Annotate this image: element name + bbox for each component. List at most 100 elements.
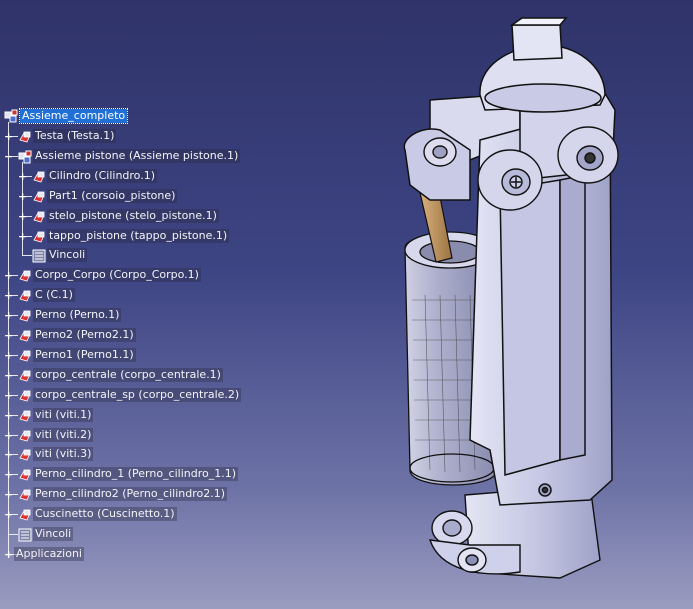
part-icon	[18, 428, 32, 442]
tree-item-label[interactable]: corpo_centrale_sp (corpo_centrale.2)	[33, 388, 242, 402]
expand-icon[interactable]: +	[18, 170, 28, 183]
expand-icon[interactable]: +	[4, 349, 14, 362]
expand-icon[interactable]: +	[4, 448, 14, 461]
part-icon	[18, 129, 32, 143]
tree-item-label[interactable]: corpo_centrale (corpo_centrale.1)	[33, 368, 223, 382]
tree-item-label[interactable]: Perno_cilindro2 (Perno_cilindro2.1)	[33, 487, 228, 501]
expand-icon[interactable]: +	[4, 409, 14, 422]
tree-item[interactable]: + Part1 (corsoio_pistone)	[0, 188, 330, 204]
product-icon	[18, 149, 32, 164]
tree-item-label[interactable]: Vincoli	[47, 248, 88, 262]
tree-branch-line	[8, 315, 18, 316]
expand-icon[interactable]: +	[4, 269, 14, 282]
tree-item[interactable]: + Perno2 (Perno2.1)	[0, 327, 330, 343]
expand-icon[interactable]: +	[18, 190, 28, 203]
tree-branch-line	[22, 196, 32, 197]
tree-item-label[interactable]: Cuscinetto (Cuscinetto.1)	[33, 507, 177, 521]
tree-item-label[interactable]: Corpo_Corpo (Corpo_Corpo.1)	[33, 268, 201, 282]
tree-item[interactable]: + Perno (Perno.1)	[0, 307, 330, 323]
expand-icon[interactable]: +	[18, 230, 28, 243]
tree-item[interactable]: + viti (viti.1)	[0, 407, 330, 423]
tree-item-label[interactable]: Part1 (corsoio_pistone)	[47, 189, 178, 203]
tree-item[interactable]: + viti (viti.3)	[0, 446, 330, 462]
tree-branch-line	[8, 156, 18, 157]
expand-icon[interactable]: +	[18, 210, 28, 223]
tree-branch-line	[8, 554, 18, 555]
tree-item[interactable]: + viti (viti.2)	[0, 427, 330, 443]
tree-item[interactable]: + corpo_centrale (corpo_centrale.1)	[0, 367, 330, 383]
expand-icon[interactable]: +	[4, 429, 14, 442]
expand-icon[interactable]: +	[4, 389, 14, 402]
tree-item-label[interactable]: viti (viti.1)	[33, 408, 94, 422]
part-icon	[18, 408, 32, 422]
tree-item[interactable]: + Perno_cilindro2 (Perno_cilindro2.1)	[0, 486, 330, 502]
tree-item[interactable]: + Corpo_Corpo (Corpo_Corpo.1)	[0, 267, 330, 283]
tree-item-label[interactable]: Testa (Testa.1)	[33, 129, 117, 143]
tree-item[interactable]: + Cilindro (Cilindro.1)	[0, 168, 330, 184]
tree-item-label[interactable]: viti (viti.2)	[33, 428, 94, 442]
specification-tree[interactable]: Assieme_completo + Testa (Testa.1) − Assiem…	[0, 0, 330, 609]
tree-item-label[interactable]: Assieme pistone (Assieme pistone.1)	[33, 149, 241, 163]
tree-branch-line	[8, 335, 18, 336]
tree-item-label[interactable]: Applicazioni	[14, 547, 84, 561]
collapse-icon[interactable]: −	[4, 150, 14, 163]
part-icon	[32, 189, 46, 203]
tree-item[interactable]: + C (C.1)	[0, 287, 330, 303]
tree-item-label[interactable]: tappo_pistone (tappo_pistone.1)	[47, 229, 230, 243]
tree-root-label[interactable]: Assieme_completo	[18, 108, 129, 124]
tree-item[interactable]: + Perno1 (Perno1.1)	[0, 347, 330, 363]
part-icon	[18, 447, 32, 461]
tree-item-label[interactable]: C (C.1)	[33, 288, 75, 302]
expand-icon[interactable]: +	[4, 130, 14, 143]
tree-item[interactable]: +Applicazioni	[0, 546, 330, 562]
expand-icon[interactable]: +	[4, 309, 14, 322]
tree-item[interactable]: + Cuscinetto (Cuscinetto.1)	[0, 506, 330, 522]
part-icon	[32, 169, 46, 183]
tree-item[interactable]: + Perno_cilindro_1 (Perno_cilindro_1.1)	[0, 466, 330, 482]
tree-item[interactable]: Vincoli	[0, 526, 330, 542]
tree-item[interactable]: Vincoli	[0, 247, 330, 263]
tree-item-label[interactable]: stelo_pistone (stelo_pistone.1)	[47, 209, 219, 223]
tree-branch-line	[8, 375, 18, 376]
part-icon	[18, 268, 32, 282]
tree-connector	[8, 122, 9, 554]
tree-item[interactable]: + Testa (Testa.1)	[0, 128, 330, 144]
constraints-icon	[18, 527, 32, 542]
expand-icon[interactable]: +	[4, 369, 14, 382]
part-icon	[18, 368, 32, 382]
tree-branch-line	[8, 494, 18, 495]
part-icon	[18, 507, 32, 521]
tree-item-label[interactable]: viti (viti.3)	[33, 447, 94, 461]
pivot-discs	[423, 126, 619, 211]
tree-branch-line	[8, 275, 18, 276]
tree-item[interactable]: − Assieme pistone (Assieme pistone.1)	[0, 148, 330, 164]
tree-item[interactable]: + corpo_centrale_sp (corpo_centrale.2)	[0, 387, 330, 403]
assembly-root-icon	[4, 108, 18, 123]
tree-item-label[interactable]: Perno_cilindro_1 (Perno_cilindro_1.1)	[33, 467, 239, 481]
expand-icon[interactable]: +	[4, 548, 14, 561]
tree-branch-line	[8, 355, 18, 356]
expand-icon[interactable]: +	[4, 468, 14, 481]
tree-item-label[interactable]: Vincoli	[33, 527, 74, 541]
tree-item-label[interactable]: Cilindro (Cilindro.1)	[47, 169, 158, 183]
expand-icon[interactable]: +	[4, 329, 14, 342]
tree-item-label[interactable]: Perno (Perno.1)	[33, 308, 122, 322]
part-icon	[32, 229, 46, 243]
tree-branch-line	[22, 236, 32, 237]
tree-item-label[interactable]: Perno2 (Perno2.1)	[33, 328, 136, 342]
part-icon	[18, 308, 32, 322]
expand-icon[interactable]: +	[4, 508, 14, 521]
tree-branch-line	[8, 474, 18, 475]
top-dome	[479, 17, 606, 113]
expand-icon[interactable]: +	[4, 488, 14, 501]
tree-branch-line	[22, 255, 32, 256]
tree-item-label[interactable]: Perno1 (Perno1.1)	[33, 348, 136, 362]
expand-icon[interactable]: +	[4, 289, 14, 302]
tree-item[interactable]: + stelo_pistone (stelo_pistone.1)	[0, 208, 330, 224]
part-icon	[18, 288, 32, 302]
tree-branch-line	[8, 514, 18, 515]
tree-branch-line	[22, 216, 32, 217]
tree-item[interactable]: + tappo_pistone (tappo_pistone.1)	[0, 228, 330, 244]
